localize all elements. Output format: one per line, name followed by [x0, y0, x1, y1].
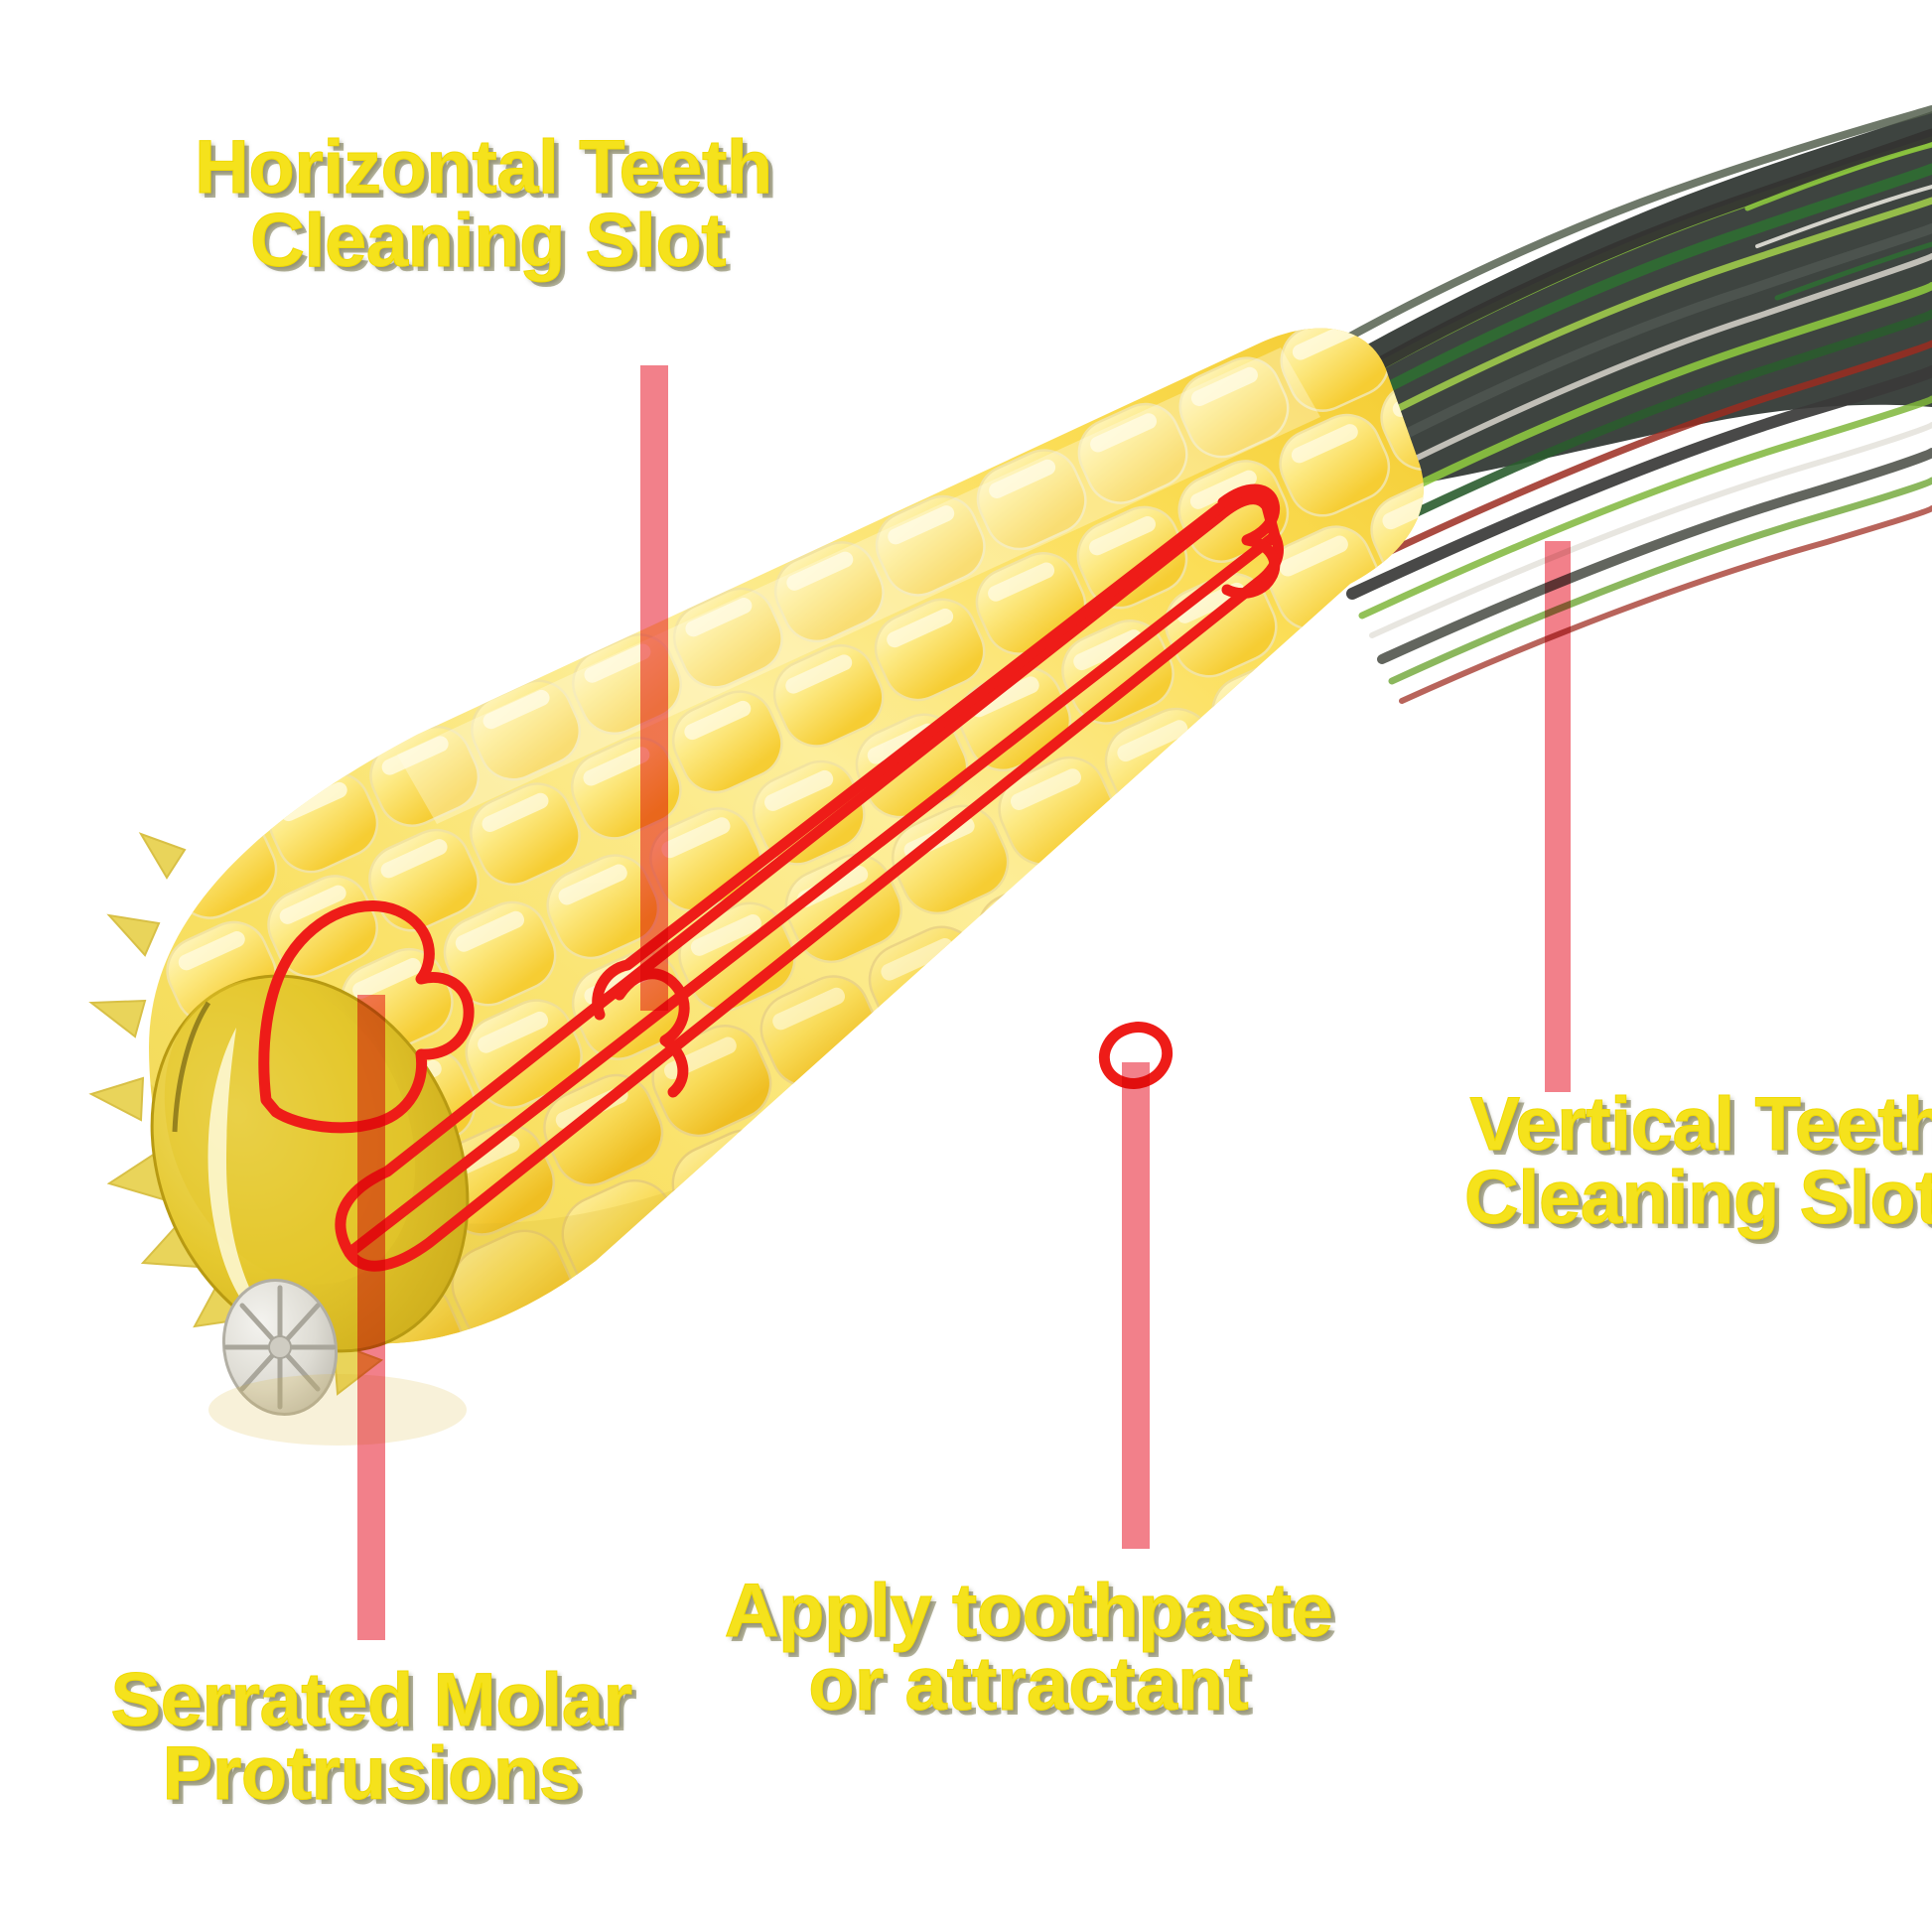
corn-body: [88, 328, 1424, 1446]
callout-horizontal-teeth-cleaning-slot: Horizontal Teeth Cleaning Slot: [195, 125, 773, 284]
callout-line-1: Horizontal Teeth: [195, 125, 773, 209]
leader-line-serrated-molar: [357, 995, 385, 1640]
callout-apply-toothpaste-or-attractant: Apply toothpaste or attractant: [711, 1569, 1346, 1727]
callout-line-1: Serrated Molar: [110, 1658, 633, 1742]
callout-vertical-teeth-cleaning-slot: Vertical Teeth Cleaning Slot: [1463, 1082, 1932, 1241]
callout-line-1: Vertical Teeth: [1469, 1082, 1932, 1167]
toothpaste-valve-icon: [221, 1278, 339, 1417]
serrated-rim: [88, 832, 384, 1396]
callout-serrated-molar-protrusions: Serrated Molar Protrusions: [24, 1658, 719, 1817]
callout-line-1: Apply toothpaste: [724, 1569, 1333, 1653]
leader-line-toothpaste: [1122, 1062, 1150, 1549]
callout-line-2: Cleaning Slot: [1463, 1156, 1932, 1241]
callout-line-2: Protrusions: [162, 1731, 582, 1817]
leader-line-vertical-slot: [1545, 541, 1571, 1092]
leader-line-horizontal-slot: [640, 365, 668, 1011]
callout-line-2: Cleaning Slot: [250, 199, 728, 284]
end-cap: [150, 974, 470, 1353]
rope-husk: [1276, 105, 1932, 704]
callout-line-2: or attractant: [808, 1642, 1249, 1727]
